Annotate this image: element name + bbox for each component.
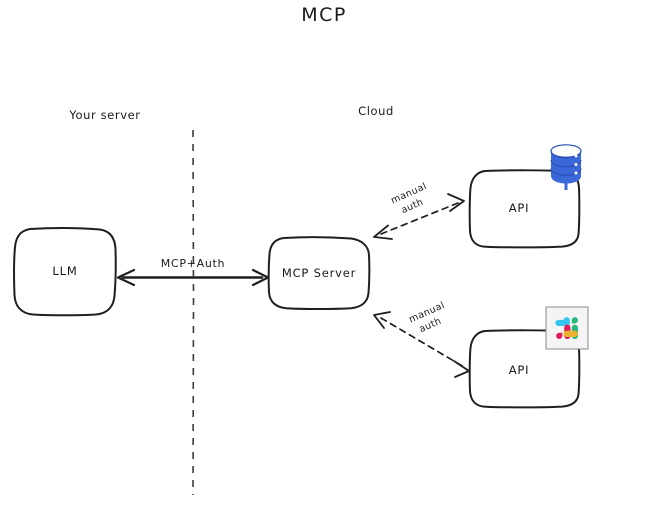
edge-mcp-api-slack-label: manual auth <box>407 300 446 335</box>
edge-llm-mcp-arrowhead-right <box>251 268 270 287</box>
node-mcp-server-outline <box>267 236 371 310</box>
edge-llm-mcp-arrowhead-left <box>116 268 136 287</box>
edge-llm-mcp: MCP+Auth <box>116 257 270 287</box>
zone-label-your-server: Your server <box>68 108 140 122</box>
edge-mcp-api-database: manual auth <box>373 181 465 240</box>
edge-mcp-api-slack: manual auth <box>373 300 470 378</box>
edge-mcp-api-database-line <box>380 202 459 235</box>
edge-mcp-api-slack-arrowhead-right <box>453 360 470 378</box>
edge-mcp-api-database-arrowhead-right <box>447 193 465 212</box>
edge-mcp-api-database-label: manual auth <box>389 181 428 216</box>
zone-divider <box>192 129 195 496</box>
edge-llm-mcp-label: MCP+Auth <box>161 257 225 270</box>
edge-mcp-api-slack-line <box>380 317 465 368</box>
node-api-database-label: API <box>509 201 530 215</box>
node-api-slack-label: API <box>509 363 530 377</box>
node-llm-outline <box>13 227 117 317</box>
node-llm[interactable]: LLM <box>13 227 117 317</box>
edge-mcp-api-database-arrowhead-left <box>373 224 393 240</box>
diagram-title: MCP <box>301 4 347 26</box>
slack-icon <box>545 306 589 350</box>
node-mcp-server-label: MCP Server <box>282 266 356 280</box>
edge-mcp-api-slack-arrowhead-left <box>373 311 391 329</box>
zone-label-cloud: Cloud <box>358 104 394 118</box>
node-llm-label: LLM <box>52 264 77 278</box>
node-mcp-server[interactable]: MCP Server <box>267 236 371 310</box>
database-icon <box>550 144 582 190</box>
